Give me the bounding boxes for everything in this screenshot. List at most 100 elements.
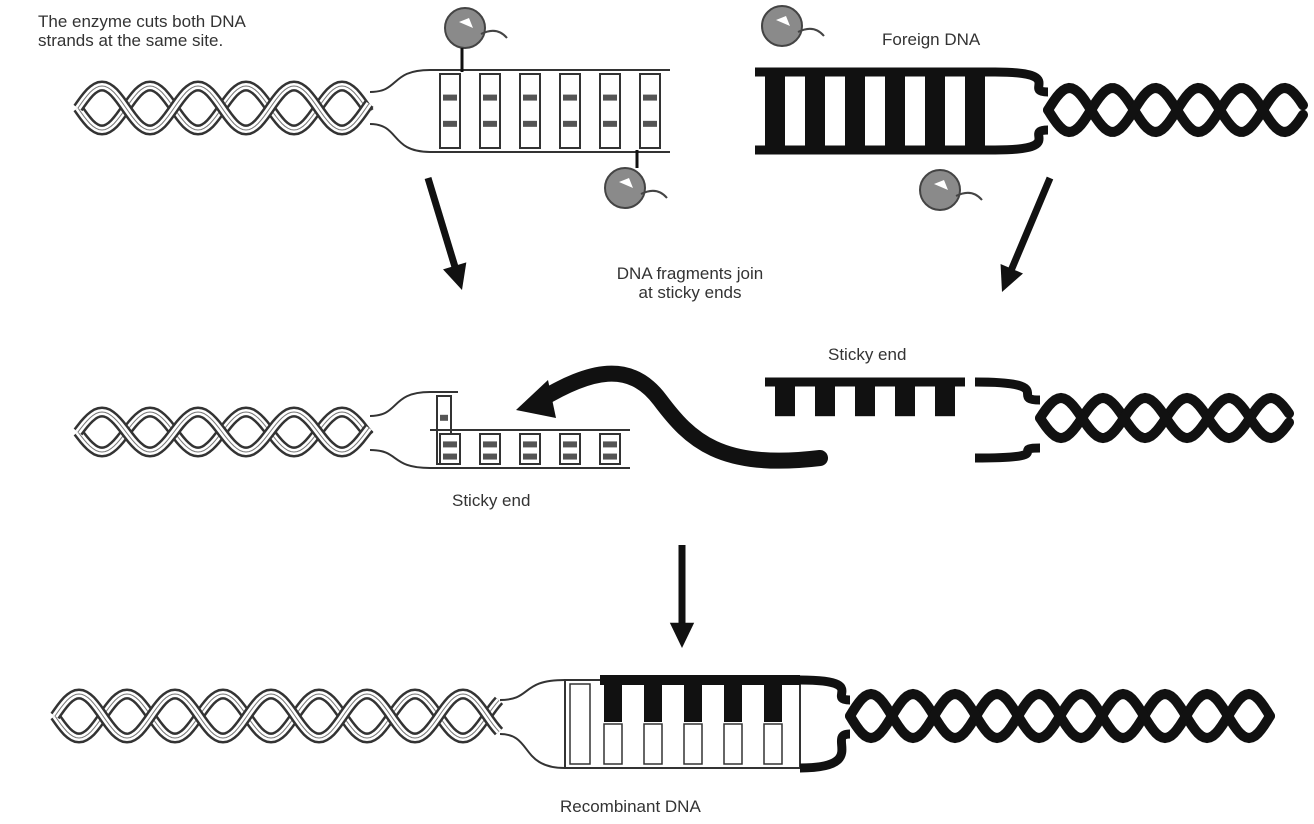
restriction-enzyme-icon [920,170,982,210]
host-dna-sticky-end [430,430,630,468]
base-mark [603,95,617,101]
base-mark [563,454,577,460]
restriction-enzyme-icon [762,6,824,46]
recombinant-dark-base [724,684,742,722]
base-mark [563,121,577,127]
host-dna-ladder-top [430,70,670,152]
restriction-enzyme-icon [445,8,507,48]
base-mark [483,121,497,127]
flow-arrow-right [1001,178,1050,292]
base-pair [965,72,985,150]
base-mark [443,95,457,101]
base-pair [440,74,460,148]
flare-top [975,382,1040,400]
foreign-dna-flare-mid [975,382,1040,458]
base-mark [483,441,497,447]
recombinant-dark-base [684,684,702,722]
base-pair [600,74,620,148]
base-mark [523,95,537,101]
recombinant-dark-base [604,684,622,722]
enzyme-body [605,168,645,208]
host-dna-helix-mid [78,412,369,452]
flare-bottom [370,450,430,468]
enzyme-cut-label: The enzyme cuts both DNA strands at the … [38,12,246,50]
recombinant-light-base [604,724,622,764]
base-mark [563,95,577,101]
base-pair [560,74,580,148]
base-mark [523,454,537,460]
base-mark [443,441,457,447]
foreign-dna-helix-mid [1040,398,1289,438]
recombinant-helix-left [55,694,499,738]
base-pair [815,382,835,416]
flare-top [500,680,565,700]
sticky-end-label-left: Sticky end [452,491,530,510]
recombinant-ladder [565,680,800,768]
flare-top [800,680,850,700]
arrow-head [443,262,466,290]
enzyme-cut-label-line1: The enzyme cuts both DNA [38,12,246,31]
flare-top [370,392,430,416]
base-mark [643,121,657,127]
arrow-head [670,623,694,648]
base-pair [765,72,785,150]
host-dna-helix-top [78,86,369,130]
base-mark [603,441,617,447]
enzyme-cut-label-line2: strands at the same site. [38,31,246,50]
base-mark [443,121,457,127]
flare-bottom [370,124,430,152]
base-mark [440,415,448,421]
flare-top [370,70,430,92]
flow-arrow-left [428,178,466,290]
recombinant-light-base [724,724,742,764]
host-dna-flare-mid [370,392,430,468]
base-pair [935,382,955,416]
foreign-dna-label: Foreign DNA [882,30,980,49]
host-dna-flare-top [370,70,430,152]
base-mark [483,95,497,101]
flare-bottom [995,130,1048,150]
base-pair [775,382,795,416]
foreign-dna-flare-top [995,72,1048,150]
base-mark [443,454,457,460]
base-pair [925,72,945,150]
arrow-shaft [428,178,456,269]
fragments-join-line2: at sticky ends [540,283,840,302]
recombinant-dna-label: Recombinant DNA [560,797,701,816]
base-mark [523,121,537,127]
base-pair [845,72,865,150]
base-mark [643,95,657,101]
base-mark [603,454,617,460]
flare-bottom [800,734,850,768]
restriction-enzyme-icon [605,168,667,208]
base-pair [640,74,660,148]
helix-strand-b [850,694,1270,738]
fragments-join-label: DNA fragments join at sticky ends [540,264,840,302]
recombinant-flare-right [800,680,850,768]
enzyme-body [445,8,485,48]
recombinant-light-base [644,724,662,764]
recombinant-helix-right [850,694,1270,738]
recombinant-dark-base [764,684,782,722]
base-pair [895,382,915,416]
base-pair [885,72,905,150]
foreign-dna-sticky-end [765,382,965,416]
recombinant-light-base [570,684,590,764]
base-mark [563,441,577,447]
base-mark [483,454,497,460]
enzyme-body [762,6,802,46]
base-mark [523,441,537,447]
flare-bottom [500,734,565,768]
recombinant-flare-left [500,680,565,768]
flow-arrow-down [670,545,694,648]
flare-top [995,72,1048,92]
flare-bottom [975,448,1040,458]
enzyme-body [920,170,960,210]
base-pair [855,382,875,416]
recombinant-dark-base [644,684,662,722]
foreign-dna-helix-top [1048,88,1303,132]
base-mark [603,121,617,127]
foreign-dna-ladder-top [755,72,995,150]
